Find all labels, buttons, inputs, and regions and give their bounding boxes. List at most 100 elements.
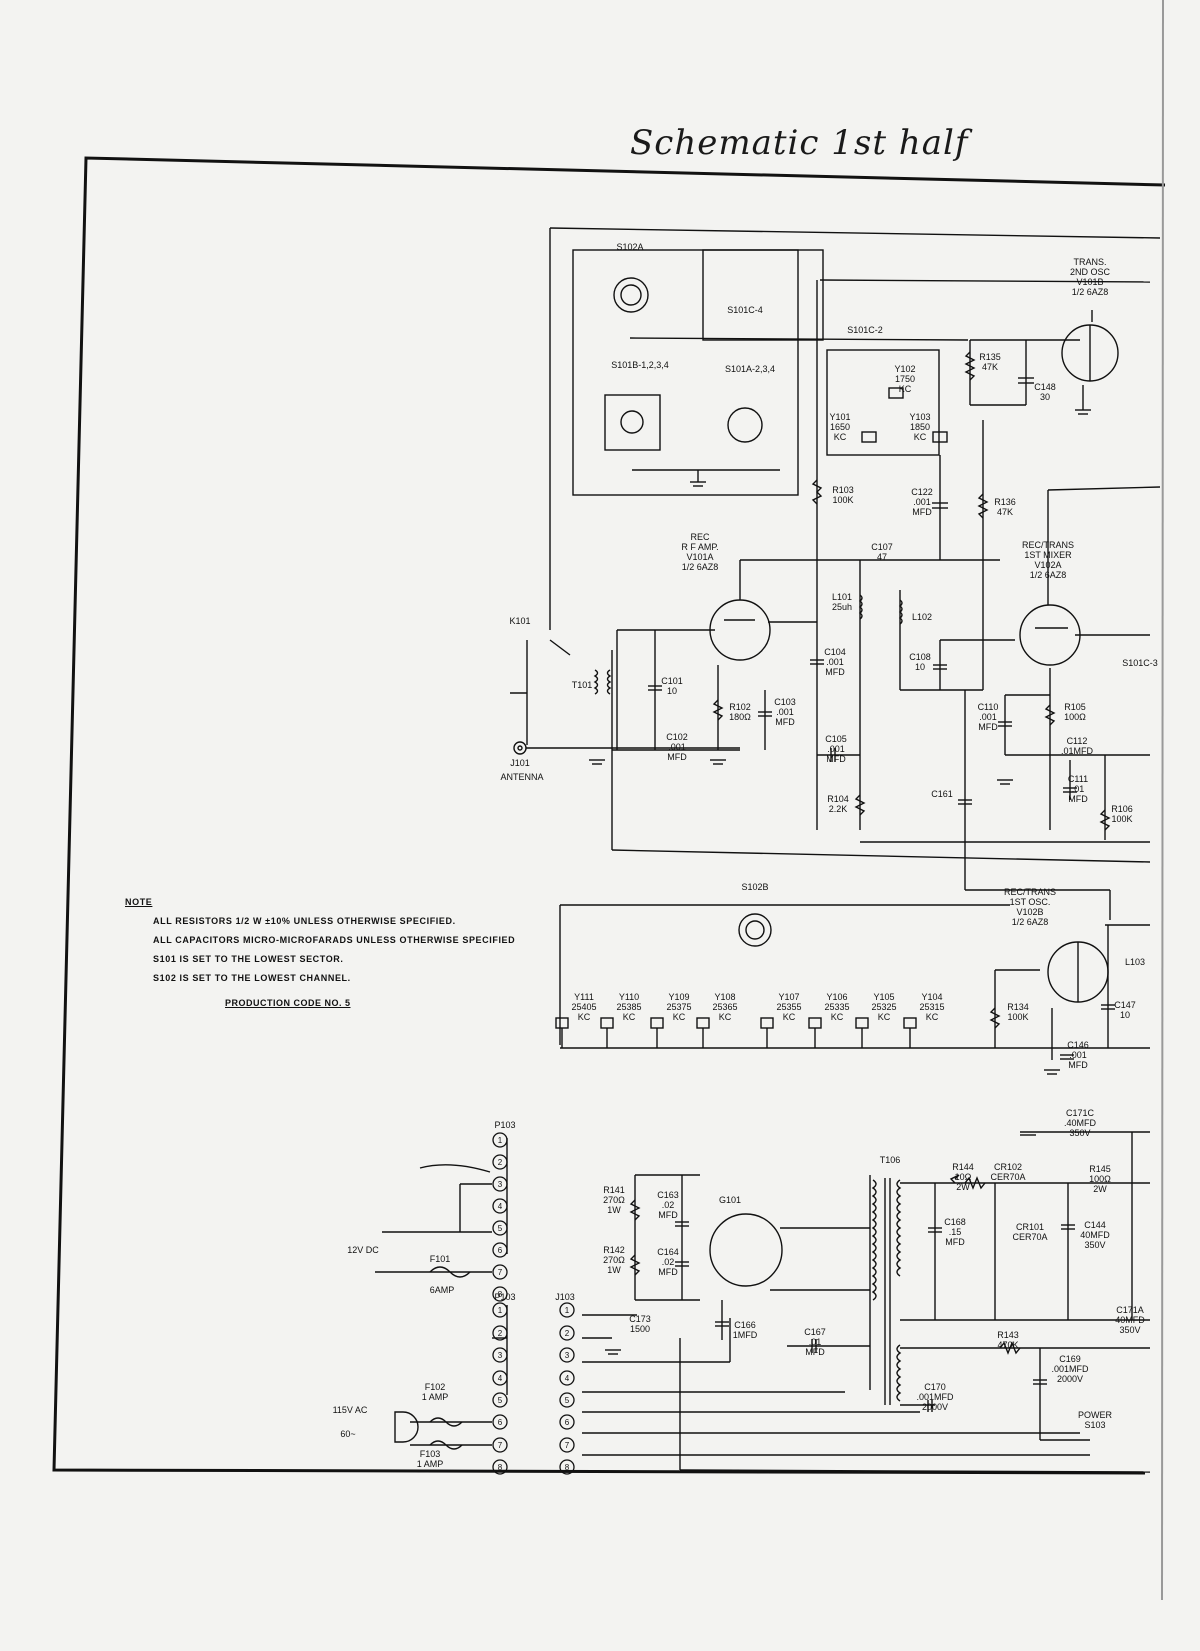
component-label: CER70A: [990, 1172, 1025, 1182]
component-label: L101: [832, 592, 852, 602]
crystal-label: KC: [831, 1012, 844, 1022]
crystal-label: 25335: [824, 1002, 849, 1012]
switch-label: S102B: [741, 882, 768, 892]
component-label: .001: [979, 712, 997, 722]
pin-number: 8: [565, 1463, 570, 1472]
crystal-label: Y105: [873, 992, 894, 1002]
component-label: 10: [915, 662, 925, 672]
pin-number: 6: [498, 1418, 503, 1427]
component-label: .001: [826, 657, 844, 667]
component-label: .001: [827, 744, 845, 754]
connector-pin: [492, 1132, 508, 1148]
crystal-label: KC: [926, 1012, 939, 1022]
tube-label: V102A: [1034, 560, 1061, 570]
relay-label: K101: [509, 616, 530, 626]
component-label: C122: [911, 487, 933, 497]
component-label: 270Ω: [603, 1195, 625, 1205]
connector-pin: [492, 1437, 508, 1453]
component-label: CR101: [1016, 1222, 1044, 1232]
component-label: 10: [667, 686, 677, 696]
component-label: R105: [1064, 702, 1086, 712]
plug-label: P103: [494, 1292, 515, 1302]
component-label: C166: [734, 1320, 756, 1330]
crystal-label: KC: [719, 1012, 732, 1022]
tube-label: REC: [690, 532, 710, 542]
component-label: .001: [913, 497, 931, 507]
frame-border: [52, 156, 1166, 1475]
crystal-label: KC: [899, 384, 912, 394]
component-label: R104: [827, 794, 849, 804]
crystal-label: KC: [783, 1012, 796, 1022]
fuse-label: 6AMP: [430, 1285, 455, 1295]
production-code: PRODUCTION CODE NO. 5: [225, 998, 351, 1008]
crystal-bank: [555, 1017, 917, 1048]
component-label: MFD: [658, 1267, 678, 1277]
jack-label: J103: [555, 1292, 575, 1302]
crystal-label: Y109: [668, 992, 689, 1002]
tube-label: 1/2 6AZ8: [1030, 570, 1067, 580]
component-label: MFD: [805, 1347, 825, 1357]
pin-number: 4: [498, 1374, 503, 1383]
note-line: S102 IS SET TO THE LOWEST CHANNEL.: [153, 973, 351, 983]
component-label: MFD: [825, 667, 845, 677]
pin-number: 5: [498, 1224, 503, 1233]
crystal-label: Y108: [714, 992, 735, 1002]
component-label: 2.2K: [829, 804, 848, 814]
component-label: 350V: [1084, 1240, 1105, 1250]
connector-pin: [492, 1459, 508, 1475]
pin-number: 2: [498, 1158, 503, 1167]
component-label: 270Ω: [603, 1255, 625, 1265]
component-label: 2W: [956, 1182, 970, 1192]
generator-label: G101: [719, 1195, 741, 1205]
component-label: R143: [997, 1330, 1019, 1340]
component-label: C112: [1067, 736, 1088, 746]
switch-label: S103: [1084, 1420, 1105, 1430]
component-label: MFD: [775, 717, 795, 727]
tube-label: 2ND OSC: [1070, 267, 1111, 277]
tube-label: V102B: [1016, 907, 1043, 917]
component-label: R106: [1111, 804, 1133, 814]
connector-pin: [492, 1198, 508, 1214]
component-label: 2000V: [1057, 1374, 1083, 1384]
tube-label: 1/2 6AZ8: [682, 562, 719, 572]
connector-pin: [559, 1392, 575, 1408]
connector-pin: [559, 1347, 575, 1363]
switch-label: S101C-3: [1122, 658, 1158, 668]
component-label: 180Ω: [729, 712, 751, 722]
crystal-label: KC: [623, 1012, 636, 1022]
fuse-label: 1 AMP: [417, 1459, 444, 1469]
component-label: 47K: [982, 362, 998, 372]
tube-label: V101A: [686, 552, 713, 562]
crystal-symbol: [696, 1017, 710, 1029]
component-label: C171C: [1066, 1108, 1095, 1118]
crystal-label: Y107: [778, 992, 799, 1002]
component-label: 30: [1040, 392, 1050, 402]
connector-pin: [492, 1286, 508, 1302]
crystal-label: KC: [673, 1012, 686, 1022]
component-label: MFD: [826, 754, 846, 764]
crystal-symbol: [650, 1017, 664, 1029]
switch-label: S102A: [616, 242, 643, 252]
note-line: S101 IS SET TO THE LOWEST SECTOR.: [153, 954, 344, 964]
pin-number: 7: [498, 1441, 503, 1450]
component-label: C168: [944, 1217, 966, 1227]
component-label: 470K: [997, 1340, 1018, 1350]
connector-pin: [492, 1370, 508, 1386]
component-label: 1W: [607, 1265, 621, 1275]
component-label: 2W: [1093, 1184, 1107, 1194]
pin-number: 5: [565, 1396, 570, 1405]
component-label: 1MFD: [733, 1330, 758, 1340]
component-label: MFD: [978, 722, 998, 732]
transformer-label: T101: [572, 680, 593, 690]
component-label: C101: [661, 676, 683, 686]
component-label: .15: [949, 1227, 962, 1237]
component-label: R103: [832, 485, 854, 495]
component-label: C163: [657, 1190, 679, 1200]
component-label: C173: [629, 1314, 651, 1324]
crystal-symbol: [903, 1017, 917, 1029]
crystal-label: 25375: [666, 1002, 691, 1012]
component-label: 2000V: [922, 1402, 948, 1412]
fuse-label: F101: [430, 1254, 451, 1264]
jack-label: J101: [510, 758, 530, 768]
component-label: C164: [657, 1247, 679, 1257]
